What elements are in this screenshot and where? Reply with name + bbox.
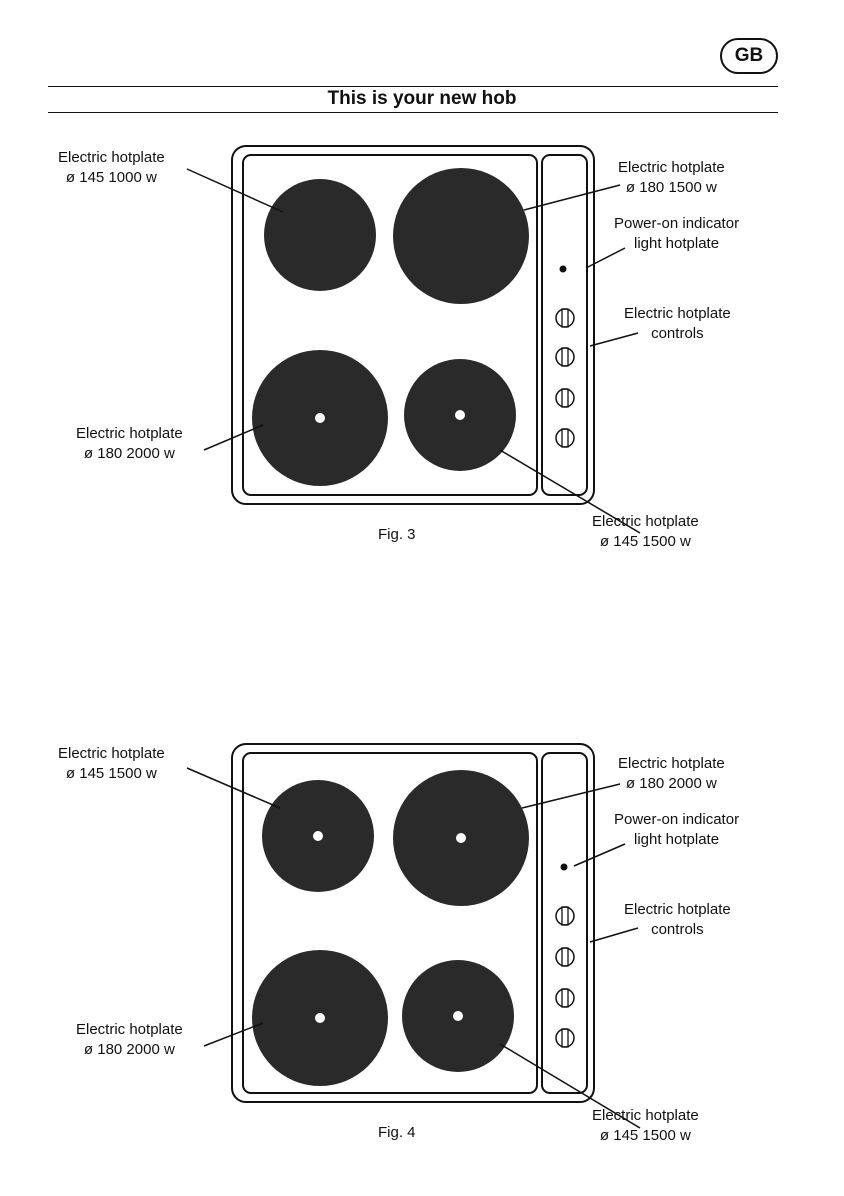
page-title: This is your new hob: [327, 88, 517, 109]
hotplate-bottom-left-center: [315, 413, 325, 423]
figure-caption: Fig. 4: [378, 1124, 416, 1141]
hotplate-top-right: [393, 168, 529, 304]
header-rule-bottom: [48, 112, 778, 113]
hotplate-bottom-right-center: [455, 410, 465, 420]
hob-frame-outer: [231, 145, 595, 505]
hob-diagram-fig3: [186, 145, 641, 534]
hotplate-top-left: [264, 179, 376, 291]
header-rule-top: [48, 86, 778, 87]
control-knob-4: [555, 1028, 575, 1048]
hotplate-bottom-right-center: [453, 1011, 463, 1021]
hob-frame-outer: [231, 743, 595, 1103]
language-badge: GB: [720, 38, 778, 74]
leader-lines: [186, 767, 641, 1129]
control-panel-frame: [541, 752, 588, 1094]
control-knob-3: [555, 988, 575, 1008]
figure-caption: Fig. 3: [378, 526, 416, 543]
hob-diagram-fig4: [186, 743, 641, 1129]
control-knob-2: [555, 347, 575, 367]
power-indicator-light: [560, 863, 568, 871]
control-knob-3: [555, 388, 575, 408]
control-knob-2: [555, 947, 575, 967]
control-knob-1: [555, 906, 575, 926]
hotplate-top-right-center: [456, 833, 466, 843]
control-knob-1: [555, 308, 575, 328]
cooking-area-frame: [242, 752, 538, 1094]
control-knob-4: [555, 428, 575, 448]
leader-lines: [186, 168, 641, 534]
hotplate-bottom-left-center: [315, 1013, 325, 1023]
hotplate-top-left-center: [313, 831, 323, 841]
cooking-area-frame: [242, 154, 538, 496]
power-indicator-light: [559, 265, 567, 273]
control-panel-frame: [541, 154, 588, 496]
